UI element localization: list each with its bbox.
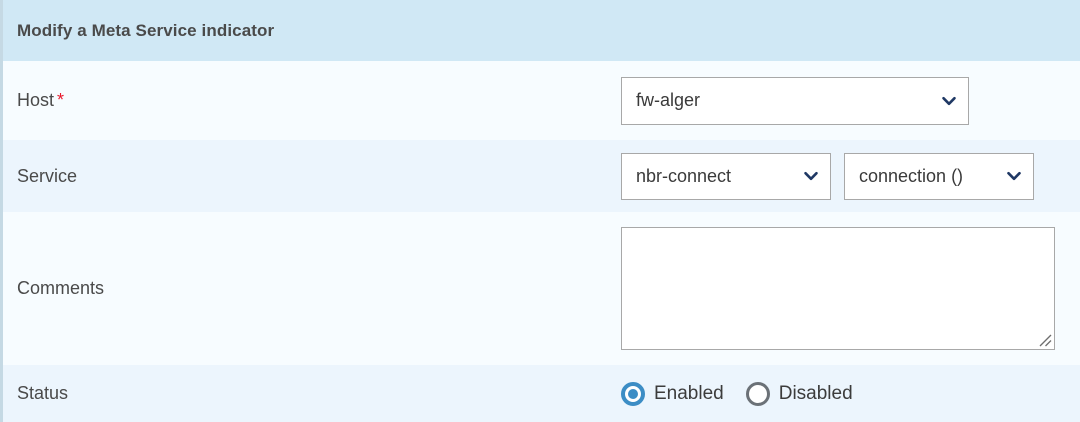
metric-select[interactable]: connection () <box>844 152 1034 200</box>
comments-label: Comments <box>17 278 621 299</box>
form-row-service: Service nbr-connect connection () <box>3 140 1080 212</box>
host-field-area: fw-alger <box>621 76 1080 125</box>
status-radio-disabled-label: Disabled <box>778 382 853 404</box>
chevron-down-icon <box>802 167 820 185</box>
comments-label-text: Comments <box>17 278 105 298</box>
status-radio-disabled[interactable]: Disabled <box>745 381 853 406</box>
form-row-comments: Comments <box>3 212 1080 365</box>
form-row-host: Host* fw-alger <box>3 61 1080 140</box>
status-label-text: Status <box>17 383 69 403</box>
radio-selected-icon <box>621 381 645 406</box>
status-label: Status <box>17 383 621 404</box>
host-label-text: Host <box>17 90 55 110</box>
panel-header: Modify a Meta Service indicator <box>3 0 1080 61</box>
service-label-text: Service <box>17 165 78 186</box>
comments-textarea[interactable] <box>621 227 1055 350</box>
service-select[interactable]: nbr-connect <box>621 152 831 200</box>
radio-unselected-icon <box>745 381 770 406</box>
host-select[interactable]: fw-alger <box>621 76 969 125</box>
status-radio-enabled[interactable]: Enabled <box>621 381 724 406</box>
host-select-value: fw-alger <box>636 90 701 110</box>
status-field-area: Enabled Disabled <box>621 381 1080 406</box>
required-asterisk: * <box>57 90 65 110</box>
metric-select-value: connection () <box>859 165 964 186</box>
host-label: Host* <box>17 90 621 111</box>
form-row-status: Status Enabled Disabled <box>3 365 1080 422</box>
comments-field-area <box>621 227 1080 350</box>
chevron-down-icon <box>940 92 958 110</box>
status-radio-group: Enabled Disabled <box>621 381 853 406</box>
status-radio-enabled-label: Enabled <box>654 382 724 404</box>
service-label: Service <box>17 166 621 187</box>
service-field-area: nbr-connect connection () <box>621 152 1080 200</box>
page-title: Modify a Meta Service indicator <box>17 20 275 40</box>
service-select-value: nbr-connect <box>636 165 732 186</box>
resize-grip-icon[interactable] <box>1038 333 1052 347</box>
chevron-down-icon <box>1005 167 1023 185</box>
